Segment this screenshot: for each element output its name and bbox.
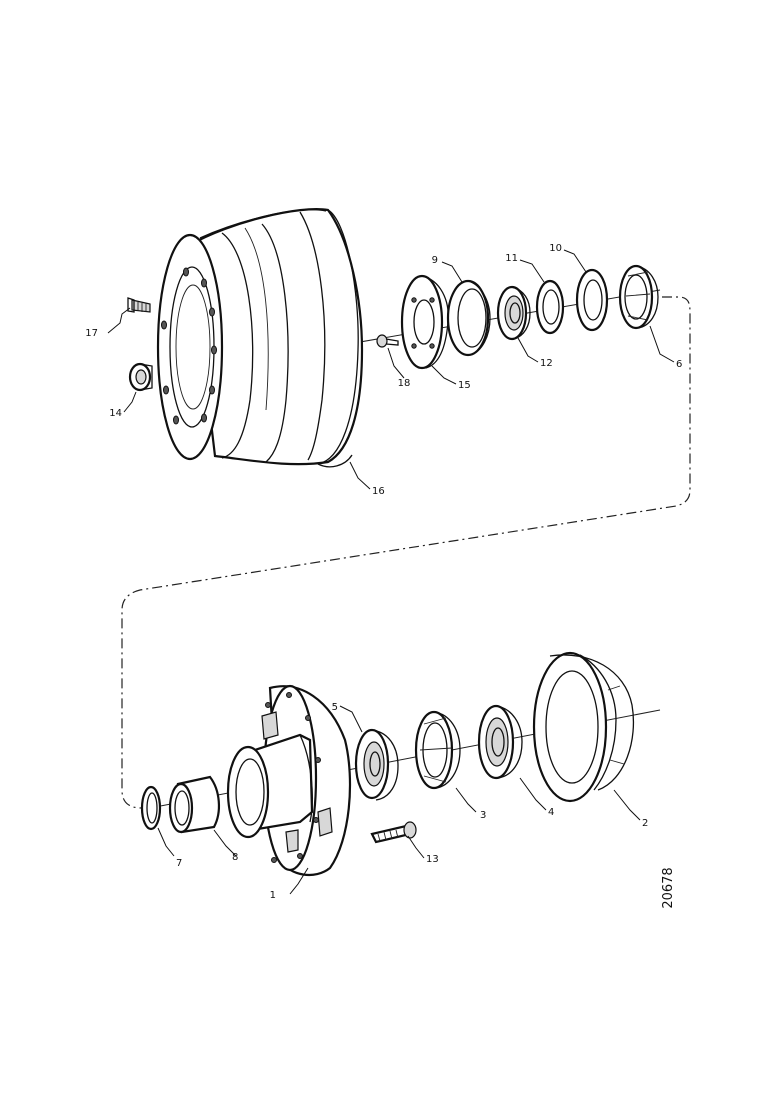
bearing-part-5 [354,728,399,801]
sleeve-part-8 [168,775,220,834]
ring-part-10 [575,268,609,332]
brake-drum-part-16 [156,208,364,468]
dust-shield-part-2 [532,651,635,803]
label-2: 2 [642,818,648,829]
drawing-reference-number: 20678 [661,867,676,908]
label-3: 3 [480,810,486,821]
label-10: 10 [549,243,562,254]
nut-part-14 [128,362,153,392]
bearing-cup-part-6 [618,264,659,330]
label-8: 8 [232,852,238,863]
bearing-part-12 [496,285,531,341]
label-16: 16 [372,486,385,497]
cover-plate-part-15 [400,274,449,370]
label-11: 11 [505,253,518,264]
label-5: 5 [332,702,338,713]
bolt-part-17 [127,297,151,313]
label-15: 15 [458,380,471,391]
label-7: 7 [176,858,182,869]
screw-part-18 [376,334,399,348]
wheel-hub-part-1 [226,684,352,877]
washer-part-11 [535,279,565,335]
label-13: 13 [426,854,439,865]
label-14: 14 [109,408,122,419]
leader-lines [107,249,675,895]
hub-stud-holes [265,692,321,863]
oil-seal-part-4 [477,704,523,780]
label-9: 9 [432,255,438,266]
bearing-cup-part-3 [414,710,461,790]
drum-stud-holes [161,267,217,425]
seal-part-9 [446,279,491,357]
label-4: 4 [548,807,554,818]
label-17: 17 [85,328,98,339]
label-18: 18 [398,378,411,389]
snap-ring-part-7 [140,785,162,831]
wheel-stud-part-13 [370,821,417,844]
label-6: 6 [676,359,682,370]
label-1: 1 [270,890,276,901]
label-12: 12 [540,358,553,369]
